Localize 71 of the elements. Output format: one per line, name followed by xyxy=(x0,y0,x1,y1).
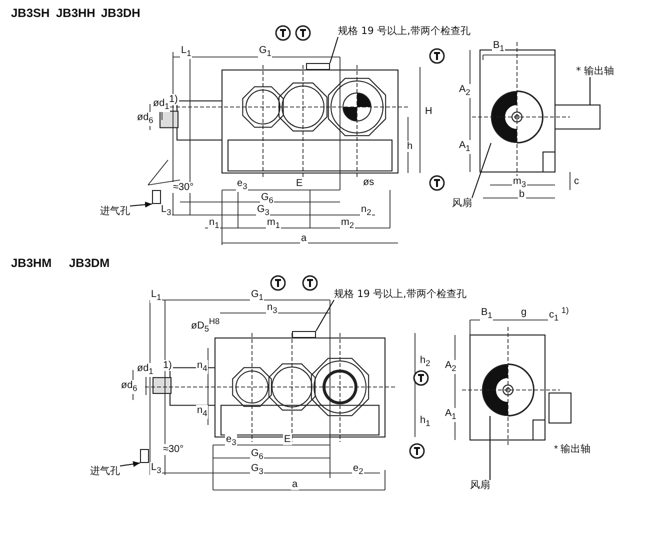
dimension-label: m$_{3}$ xyxy=(512,176,527,190)
model-heading: JB3HH xyxy=(55,8,96,19)
callout-text: 规格 19 号以上,带两个检查孔 xyxy=(338,26,470,37)
dimension-label: G$_{3}$ xyxy=(256,204,270,218)
dimension-label: m$_{2}$ xyxy=(340,217,355,231)
dimension-label: e$_{3}$ xyxy=(225,434,238,448)
dimension-label: A$_{2}$ xyxy=(458,84,472,98)
dimension-label: n$_{3}$ xyxy=(266,302,278,316)
dimension-label: e$_{3}$ xyxy=(236,178,248,192)
dimension-label: h$_{1}$ xyxy=(419,415,432,429)
callout-text: 进气孔 xyxy=(90,466,120,477)
dimension-label: A$_{1}$ xyxy=(458,140,472,154)
callout-text: * 输出轴 xyxy=(576,66,614,77)
callout-text: 风扇 xyxy=(470,480,490,491)
dimension-label: n$_{4}$ xyxy=(196,360,208,374)
dimension-label: a xyxy=(300,233,308,244)
air-inlet-opening xyxy=(152,190,161,204)
dimension-label: ≈30° xyxy=(162,444,185,455)
dimension-label: B$_{1}$ xyxy=(492,40,506,54)
dimension-label: h xyxy=(406,141,414,152)
dimension-label: h$_{2}$ xyxy=(419,355,432,369)
dimension-label: G$_{3}$ xyxy=(250,463,264,477)
model-heading: JB3SH xyxy=(10,8,51,19)
dimension-label: 1) xyxy=(168,94,179,105)
dimension-label: * 输出轴 xyxy=(553,444,592,455)
callout-text: 风扇 xyxy=(452,198,472,209)
dimension-label: G$_{1}$ xyxy=(250,289,264,303)
dimension-label: A$_{1}$ xyxy=(444,408,458,422)
dimension-label: b xyxy=(518,189,526,200)
dimension-label: L$_{1}$ xyxy=(150,289,162,303)
model-heading: JB3DH xyxy=(100,8,142,19)
dimension-label: B$_{1}$ xyxy=(480,307,494,321)
dimension-label: E xyxy=(283,434,292,445)
dimension-label: ød$_{1}$ xyxy=(136,363,154,377)
dimension-label: øs xyxy=(362,177,376,188)
dimension-label: a xyxy=(291,479,299,490)
leader-line xyxy=(316,300,334,332)
dimension-label: ød$_{1}$ xyxy=(152,98,170,112)
air-inlet-opening xyxy=(140,449,149,463)
dimension-label: E xyxy=(295,178,304,189)
dimension-label: H xyxy=(424,106,434,117)
inspection-cover xyxy=(292,331,316,338)
dimension-label: G$_{6}$ xyxy=(250,448,264,462)
dimension-label: g xyxy=(520,307,528,318)
leader-line xyxy=(330,36,338,64)
callout-text: 进气孔 xyxy=(100,206,130,217)
dimension-label: c xyxy=(573,176,580,187)
dimension-label: n$_{4}$ xyxy=(196,405,208,419)
dimension-label: 1) xyxy=(162,360,173,371)
leader-line xyxy=(472,142,492,198)
callout-text: 规格 19 号以上,带两个检查孔 xyxy=(334,289,466,300)
dimension-label: A$_{2}$ xyxy=(444,360,458,374)
dimension-label: ød$_{6}$ xyxy=(120,380,138,394)
dimension-label: ≈30° xyxy=(172,182,195,193)
fan-outline xyxy=(491,91,543,143)
dimension-label: n$_{1}$ xyxy=(208,217,220,231)
inspection-cover xyxy=(306,63,330,70)
model-heading: JB3HM xyxy=(10,258,53,269)
arrow xyxy=(120,461,140,467)
dimension-label: G$_{6}$ xyxy=(260,192,274,206)
fan-outline xyxy=(482,364,534,416)
dimension-label: n$_{2}$ xyxy=(360,204,372,218)
dimension-label: G$_{1}$ xyxy=(258,45,272,59)
dimension-label: e$_{2}$ xyxy=(352,463,364,477)
dimension-label: L$_{3}$ xyxy=(150,462,162,476)
model-heading: JB3DM xyxy=(68,258,111,269)
dimension-label: L$_{1}$ xyxy=(180,45,192,59)
dimension-label: L$_{3}$ xyxy=(160,204,172,218)
dimension-label: ød$_{6}$ xyxy=(136,112,154,126)
arrow xyxy=(130,202,152,208)
dimension-label: m$_{1}$ xyxy=(266,217,281,231)
